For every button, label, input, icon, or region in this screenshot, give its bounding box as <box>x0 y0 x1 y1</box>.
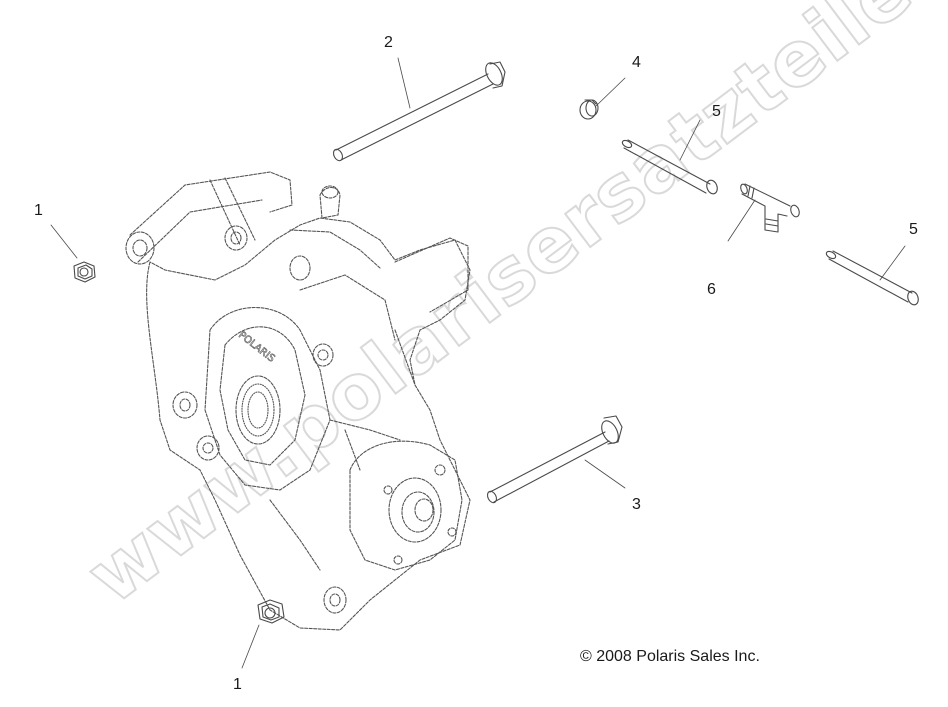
part-2-bolt-upper <box>332 61 506 162</box>
callout-2: 2 <box>384 34 393 51</box>
part-3-bolt-lower <box>486 415 623 504</box>
callout-5-upper: 5 <box>712 103 721 120</box>
part-4-hose-clamp <box>579 99 599 120</box>
housing-embossing: POLARIS <box>236 330 276 365</box>
callout-1-left: 1 <box>34 202 43 219</box>
part-1-nut-bottom <box>257 599 285 624</box>
part-6-tee-fitting <box>740 183 800 233</box>
callout-5-right: 5 <box>909 221 918 238</box>
callout-3: 3 <box>632 496 641 513</box>
callout-1-bottom: 1 <box>233 676 242 693</box>
transmission-housing <box>125 171 471 631</box>
part-5-hose-right <box>825 250 919 306</box>
part-5-hose-upper <box>621 139 718 195</box>
callout-6: 6 <box>707 281 716 298</box>
callout-4: 4 <box>632 54 641 71</box>
copyright-notice: © 2008 Polaris Sales Inc. <box>580 648 760 665</box>
part-1-nut-left <box>73 261 96 283</box>
